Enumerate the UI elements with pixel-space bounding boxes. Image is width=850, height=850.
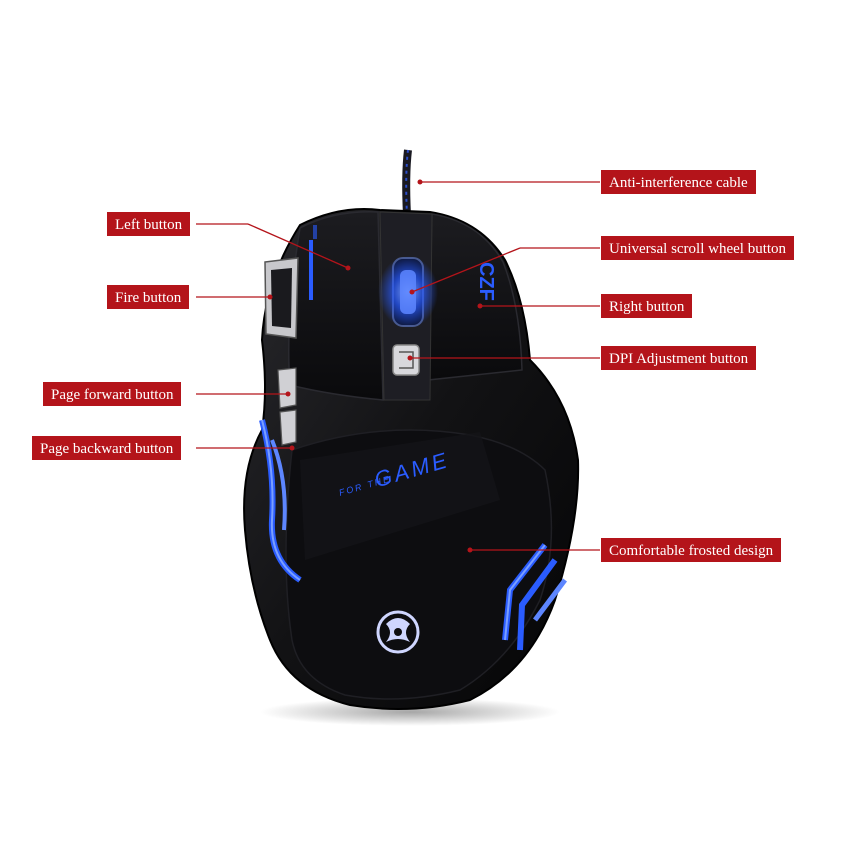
right-led-core [504, 544, 546, 641]
right-button-panel [427, 213, 523, 381]
fire-button-inset [271, 268, 292, 328]
label-dpi-adjustment-button: DPI Adjustment button [600, 345, 758, 371]
dragon-swirl-logo-icon [376, 610, 420, 654]
leader-scroll-b [411, 247, 521, 293]
leader-dots [267, 179, 483, 553]
label-page-backward-button: Page backward button [31, 435, 183, 461]
label-fire-button: Fire button [106, 284, 191, 310]
left-blue-stripe-top [313, 225, 317, 239]
right-led-fin-3 [533, 578, 567, 622]
page-forward-button [277, 367, 297, 409]
leader-lines [196, 181, 600, 551]
leader-left-button-b [247, 223, 349, 269]
cable-braid [405, 149, 409, 216]
scroll-wheel-light [400, 270, 416, 314]
dpi-icon [399, 351, 414, 369]
page-backward-button [279, 409, 297, 446]
label-scroll-wheel-button: Universal scroll wheel button [600, 235, 796, 261]
left-blue-stripe [309, 240, 313, 300]
label-frosted-design: Comfortable frosted design [600, 537, 783, 563]
label-anti-interference-cable: Anti-interference cable [600, 169, 757, 195]
label-page-forward-button: Page forward button [42, 381, 183, 407]
brand-text: CZF [475, 262, 497, 301]
left-button-panel [288, 211, 384, 401]
palm-facet [300, 432, 500, 560]
label-right-button: Right button [600, 293, 694, 319]
label-left-button: Left button [106, 211, 192, 237]
gaming-mouse: FOR THE GAME CZF [243, 208, 580, 710]
right-led-fin-2 [517, 558, 558, 651]
dpi-button [392, 344, 420, 376]
left-led-core [261, 419, 301, 581]
floor-shadow [260, 698, 560, 726]
